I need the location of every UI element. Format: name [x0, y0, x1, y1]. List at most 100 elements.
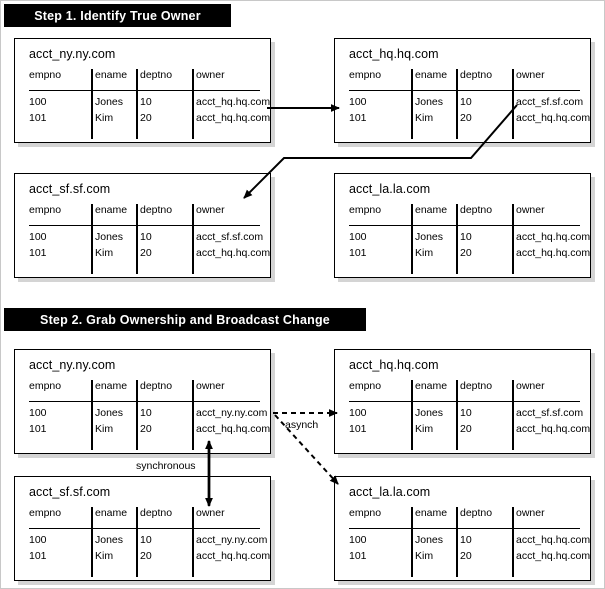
cell-owner: acct_sf.sf.com [516, 96, 584, 108]
synchronous-label: synchronous [136, 460, 196, 472]
db-box-s1-sf[interactable]: acct_sf.sf.com empno ename deptno owner … [14, 173, 271, 278]
cell-owner: acct_ny.ny.com [196, 534, 268, 546]
cell-ename: Jones [95, 231, 124, 243]
header-rule [29, 90, 260, 91]
column-header-deptno: deptno [140, 380, 173, 392]
step-1-label: Step 1. Identify True Owner [34, 8, 201, 23]
cell-empno: 101 [29, 423, 47, 435]
header-rule [29, 401, 260, 402]
column-divider [91, 507, 93, 577]
column-header-owner: owner [196, 204, 225, 216]
cell-deptno: 20 [140, 247, 152, 259]
column-header-ename: ename [415, 69, 448, 81]
cell-deptno: 10 [460, 96, 472, 108]
table-row: 100 Jones 10 acct_sf.sf.com [349, 96, 584, 112]
table-row: 101 Kim 20 acct_hq.hq.com [349, 550, 590, 566]
column-divider [192, 380, 194, 450]
column-header-ename: ename [95, 204, 128, 216]
column-divider [192, 204, 194, 274]
column-divider [411, 69, 413, 139]
table-header: empno ename deptno owner [349, 69, 580, 89]
column-divider [456, 507, 458, 577]
cell-ename: Kim [415, 550, 434, 562]
cell-deptno: 10 [140, 96, 152, 108]
column-divider [136, 69, 138, 139]
column-header-owner: owner [196, 380, 225, 392]
table-header: empno ename deptno owner [29, 507, 260, 527]
table-row: 101 Kim 20 acct_hq.hq.com [29, 550, 270, 566]
cell-owner: acct_hq.hq.com [516, 550, 591, 562]
table-row: 101 Kim 20 acct_hq.hq.com [29, 112, 270, 128]
column-divider [512, 69, 514, 139]
cell-ename: Kim [95, 112, 114, 124]
column-divider [192, 69, 194, 139]
db-table: empno ename deptno owner 100 Jones 10 ac… [349, 204, 590, 276]
column-header-empno: empno [349, 204, 382, 216]
column-header-owner: owner [516, 380, 545, 392]
table-body: 100 Jones 10 acct_hq.hq.com 101 Kim 20 a… [29, 96, 270, 128]
table-row: 100 Jones 10 acct_ny.ny.com [29, 534, 267, 550]
column-divider [192, 507, 194, 577]
table-body: 100 Jones 10 acct_ny.ny.com 101 Kim 20 a… [29, 407, 270, 439]
cell-owner: acct_hq.hq.com [516, 112, 591, 124]
cell-deptno: 20 [460, 247, 472, 259]
table-header: empno ename deptno owner [349, 204, 580, 224]
table-row: 101 Kim 20 acct_hq.hq.com [349, 423, 590, 439]
db-title: acct_sf.sf.com [29, 182, 111, 196]
cell-ename: Jones [415, 534, 444, 546]
asynch-label: asynch [285, 419, 319, 431]
cell-owner: acct_hq.hq.com [516, 534, 591, 546]
header-rule [349, 225, 580, 226]
cell-empno: 101 [29, 247, 47, 259]
table-header: empno ename deptno owner [349, 380, 580, 400]
cell-owner: acct_hq.hq.com [196, 247, 271, 259]
cell-ename: Jones [95, 96, 124, 108]
column-header-ename: ename [95, 380, 128, 392]
db-title: acct_hq.hq.com [349, 47, 439, 61]
column-divider [512, 507, 514, 577]
db-box-s2-hq[interactable]: acct_hq.hq.com empno ename deptno owner … [334, 349, 591, 454]
step-2-label: Step 2. Grab Ownership and Broadcast Cha… [40, 312, 330, 327]
cell-deptno: 10 [460, 534, 472, 546]
cell-ename: Kim [415, 423, 434, 435]
table-body: 100 Jones 10 acct_sf.sf.com 101 Kim 20 a… [349, 96, 590, 128]
column-header-owner: owner [516, 507, 545, 519]
column-header-deptno: deptno [140, 507, 173, 519]
column-divider [456, 204, 458, 274]
cell-empno: 101 [349, 423, 367, 435]
db-box-s2-la[interactable]: acct_la.la.com empno ename deptno owner … [334, 476, 591, 581]
table-header: empno ename deptno owner [349, 507, 580, 527]
cell-empno: 101 [29, 550, 47, 562]
cell-owner: acct_hq.hq.com [196, 423, 271, 435]
column-header-deptno: deptno [460, 69, 493, 81]
cell-empno: 100 [349, 534, 367, 546]
column-divider [91, 380, 93, 450]
table-row: 100 Jones 10 acct_hq.hq.com [29, 96, 270, 112]
column-divider [91, 69, 93, 139]
db-title: acct_ny.ny.com [29, 358, 116, 372]
cell-owner: acct_hq.hq.com [196, 550, 271, 562]
cell-owner: acct_ny.ny.com [196, 407, 268, 419]
column-divider [512, 204, 514, 274]
cell-empno: 101 [29, 112, 47, 124]
cell-ename: Kim [415, 247, 434, 259]
db-box-s2-sf[interactable]: acct_sf.sf.com empno ename deptno owner … [14, 476, 271, 581]
db-box-s1-la[interactable]: acct_la.la.com empno ename deptno owner … [334, 173, 591, 278]
cell-empno: 100 [29, 231, 47, 243]
db-box-s2-ny[interactable]: acct_ny.ny.com empno ename deptno owner … [14, 349, 271, 454]
db-title: acct_la.la.com [349, 182, 431, 196]
cell-deptno: 10 [460, 407, 472, 419]
cell-deptno: 10 [140, 534, 152, 546]
header-rule [349, 401, 580, 402]
column-header-owner: owner [516, 204, 545, 216]
column-header-empno: empno [29, 507, 62, 519]
table-body: 100 Jones 10 acct_sf.sf.com 101 Kim 20 a… [349, 407, 590, 439]
table-header: empno ename deptno owner [29, 69, 260, 89]
db-box-s1-ny[interactable]: acct_ny.ny.com empno ename deptno owner … [14, 38, 271, 143]
cell-deptno: 20 [460, 550, 472, 562]
cell-owner: acct_hq.hq.com [516, 231, 591, 243]
header-rule [29, 528, 260, 529]
cell-empno: 100 [29, 96, 47, 108]
column-header-ename: ename [415, 507, 448, 519]
db-box-s1-hq[interactable]: acct_hq.hq.com empno ename deptno owner … [334, 38, 591, 143]
